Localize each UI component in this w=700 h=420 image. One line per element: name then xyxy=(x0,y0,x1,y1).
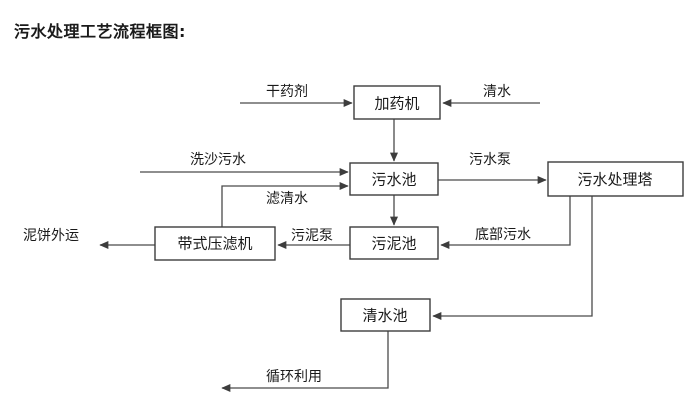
edge-bottom-wastewater xyxy=(440,196,571,250)
edge-label-dry-reagent: 干药剂 xyxy=(266,84,308,100)
node-belt-filter-press-label: 带式压滤机 xyxy=(177,235,252,253)
edge-label-sand-washing-wastewater: 洗沙污水 xyxy=(190,152,246,168)
edge-recycling-reuse xyxy=(221,331,389,393)
node-wastewater-pool-label: 污水池 xyxy=(371,171,416,189)
node-dosing-machine-label: 加药机 xyxy=(374,95,419,113)
node-clear-water-pool-label: 清水池 xyxy=(362,307,407,325)
edge-label-clean-water: 清水 xyxy=(483,84,511,100)
edge-label-sludge-pump: 污泥泵 xyxy=(291,228,333,244)
node-treatment-tower-label: 污水处理塔 xyxy=(577,171,652,189)
edge-label-mud-cake-transport: 泥饼外运 xyxy=(23,228,79,244)
node-clear-water-pool[interactable]: 清水池 xyxy=(340,298,431,332)
edge-filtered-clear-water xyxy=(221,181,349,227)
edge-label-filtered-clear-water: 滤清水 xyxy=(266,191,308,207)
edge-label-wastewater-pump: 污水泵 xyxy=(469,152,511,168)
edge-label-recycling-reuse: 循环利用 xyxy=(266,369,322,385)
edge-tower-to-clear-water-pool xyxy=(432,196,593,321)
node-belt-filter-press[interactable]: 带式压滤机 xyxy=(154,226,276,261)
node-sludge-pool[interactable]: 污泥池 xyxy=(349,226,439,260)
node-dosing-machine[interactable]: 加药机 xyxy=(353,85,441,120)
edge-label-bottom-wastewater: 底部污水 xyxy=(475,227,531,243)
page-title: 污水处理工艺流程框图: xyxy=(14,22,186,41)
node-sludge-pool-label: 污泥池 xyxy=(371,235,416,253)
node-wastewater-pool[interactable]: 污水池 xyxy=(349,162,439,196)
node-treatment-tower[interactable]: 污水处理塔 xyxy=(547,161,684,197)
